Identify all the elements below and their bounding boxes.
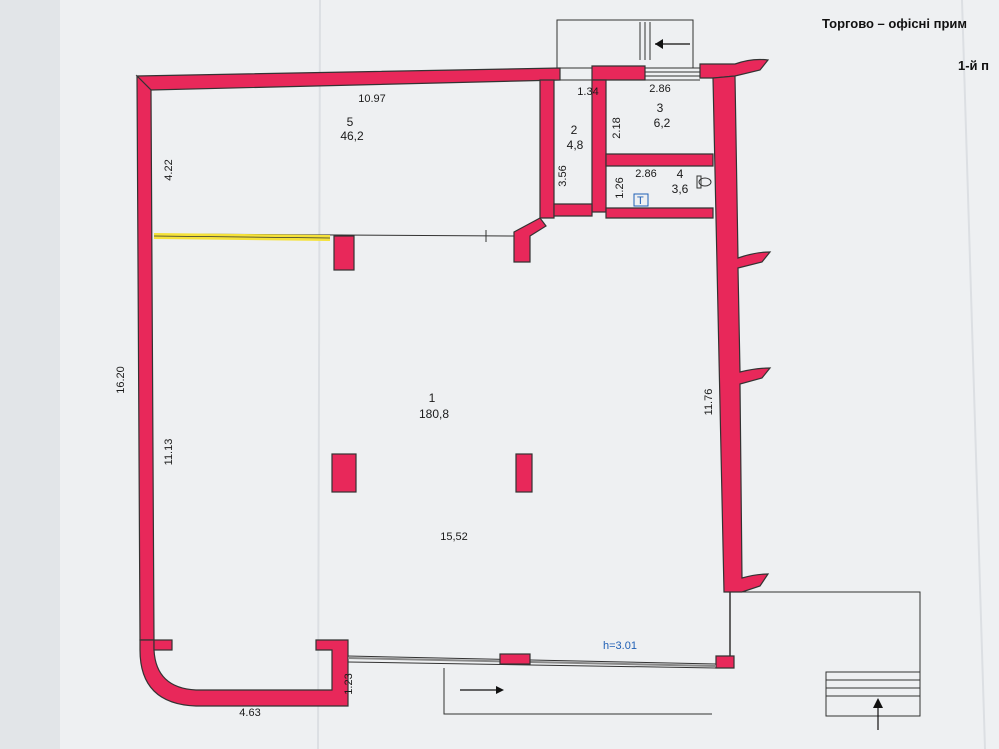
dim-top-length: 10.97 xyxy=(358,93,386,105)
interior-walls xyxy=(153,79,714,493)
dim-entry-depth: 1.23 xyxy=(343,673,355,694)
column-2 xyxy=(513,217,547,263)
room-details: T xyxy=(560,67,712,207)
entrance-platform xyxy=(443,591,921,730)
wall-room2-left xyxy=(539,79,555,219)
wall-room3-bottom xyxy=(605,153,714,167)
dim-left-upper: 4.22 xyxy=(163,159,175,180)
column-3 xyxy=(331,453,357,493)
room-5-area: 46,2 xyxy=(340,129,364,143)
room-2-number: 2 xyxy=(571,123,578,137)
dim-room4-height: 1.26 xyxy=(614,177,626,198)
dim-room3-width: 2.86 xyxy=(649,83,670,95)
bottom-stair xyxy=(825,671,921,730)
column-4 xyxy=(515,453,533,493)
dim-room3-height: 2.18 xyxy=(611,117,623,138)
wall-top-room3-left xyxy=(591,65,646,81)
wall-bottom-right xyxy=(715,655,735,669)
dim-room2-height: 3.56 xyxy=(557,165,569,186)
dim-room2-width: 1.34 xyxy=(577,86,598,98)
plan-title: Торгово – офісні прим xyxy=(822,16,967,31)
entrance-arrow-icon xyxy=(496,686,504,694)
toilet-icon xyxy=(698,177,712,187)
wall-right xyxy=(712,75,772,593)
column-1 xyxy=(333,235,355,271)
ceiling-height: h=3.01 xyxy=(603,640,637,652)
paper-left-shade xyxy=(0,0,60,749)
bottom-facade xyxy=(347,592,731,669)
paper-fold-line-right xyxy=(961,0,986,749)
dim-interior-length: 15,52 xyxy=(440,531,468,543)
room-1-area: 180,8 xyxy=(419,407,449,421)
facade-pier xyxy=(499,653,531,665)
stair-arrow-icon xyxy=(873,698,883,708)
tap-box-icon xyxy=(633,193,649,207)
paper-fold-line xyxy=(317,0,321,749)
room-4-number: 4 xyxy=(677,167,684,181)
dim-left-inner: 11.13 xyxy=(163,439,175,466)
dim-left-outer: 16.20 xyxy=(115,366,127,394)
wall-bottom-left xyxy=(139,639,349,707)
room-1-number: 1 xyxy=(429,391,436,405)
exterior-walls xyxy=(135,58,772,707)
dim-bottom-left: 4.63 xyxy=(239,707,260,719)
floor-label: 1-й п xyxy=(958,58,989,73)
wall-room4-bottom xyxy=(605,207,714,219)
dim-room4-width: 2.86 xyxy=(635,168,656,180)
room-2-area: 4,8 xyxy=(567,138,584,152)
room-4-area: 3,6 xyxy=(672,182,689,196)
wall-room2-bottom xyxy=(553,203,593,217)
dim-right-length: 11.76 xyxy=(703,389,715,416)
tap-symbol: T xyxy=(637,195,644,207)
room-3-area: 6,2 xyxy=(654,116,671,130)
wall-stub-left xyxy=(153,639,173,651)
wall-left xyxy=(136,74,155,641)
room-5-number: 5 xyxy=(347,115,354,129)
wall-room2-right xyxy=(591,79,607,213)
room-3-number: 3 xyxy=(657,101,664,115)
